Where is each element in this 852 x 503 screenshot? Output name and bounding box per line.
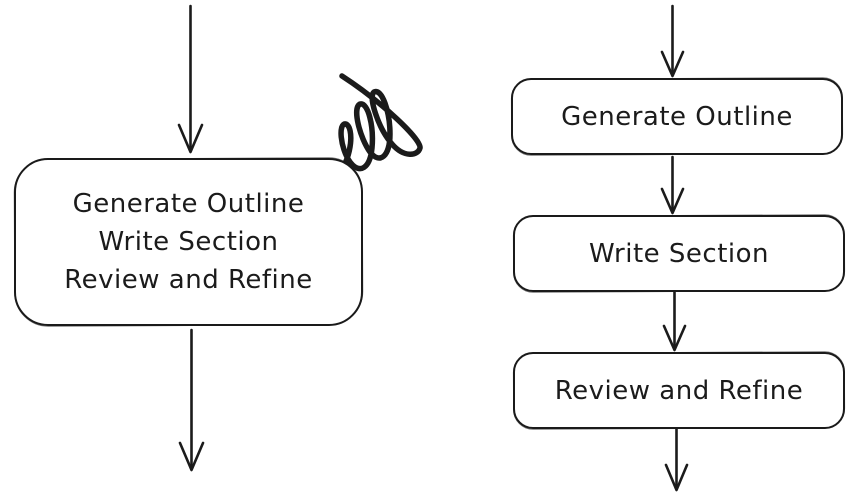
- step-box: Review and Refine: [513, 352, 845, 429]
- step-label: Write Section: [588, 238, 769, 269]
- step-label: Generate Outline: [72, 189, 305, 219]
- combined-steps-box: Generate Outline Write Section Review an…: [14, 158, 363, 326]
- step-box: Write Section: [513, 215, 845, 292]
- down-arrow-icon: [660, 155, 685, 215]
- left-flowchart: Generate Outline Write Section Review an…: [0, 0, 430, 503]
- down-arrow-icon: [664, 427, 689, 492]
- down-arrow-icon: [178, 328, 205, 472]
- step-box: Generate Outline: [511, 78, 843, 155]
- down-arrow-icon: [662, 290, 687, 352]
- down-arrow-icon: [177, 4, 204, 154]
- scribble-icon: [324, 73, 423, 181]
- step-label: Write Section: [98, 227, 279, 257]
- right-flowchart: Generate Outline Write Section Review an…: [430, 0, 852, 503]
- step-label: Review and Refine: [554, 375, 804, 406]
- down-arrow-icon: [660, 4, 685, 78]
- step-label: Generate Outline: [561, 101, 793, 132]
- step-label: Review and Refine: [64, 265, 313, 295]
